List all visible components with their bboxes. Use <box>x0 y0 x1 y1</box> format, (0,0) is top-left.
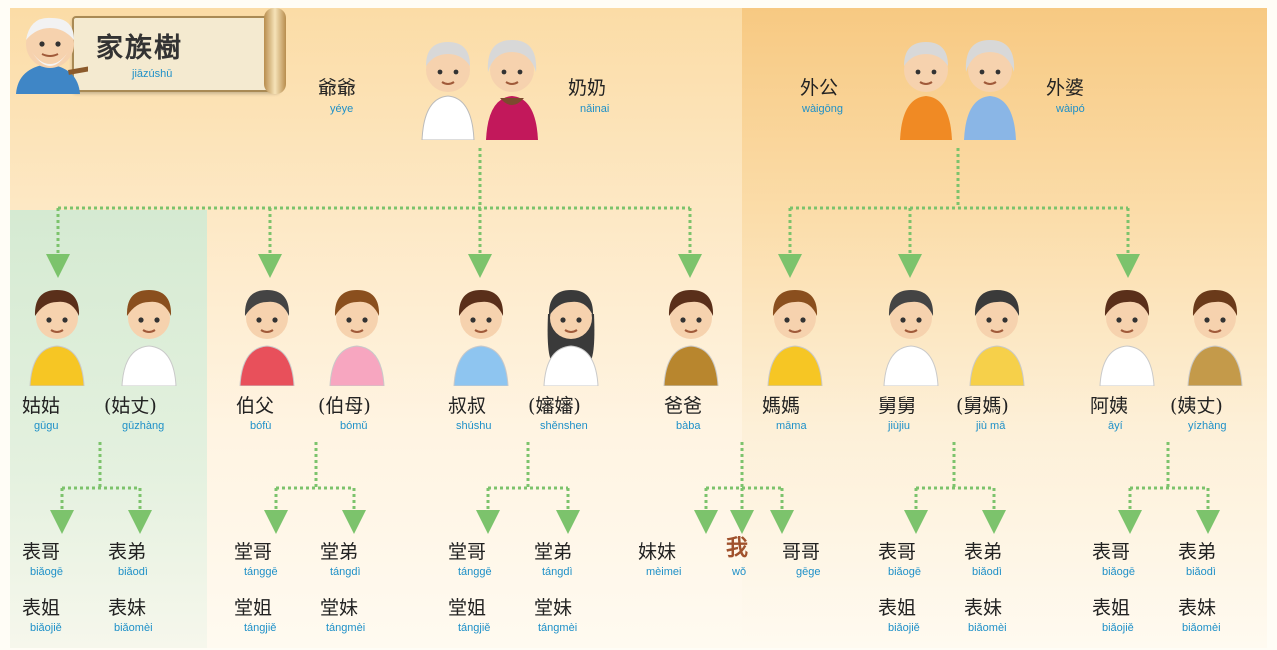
label-guzhang: (姑丈) <box>104 395 157 417</box>
ayi-avatar <box>1096 280 1158 390</box>
pinyin-tangmei-2: tángmèi <box>538 622 578 634</box>
label-biaomei-3: 表妹 <box>1178 597 1217 619</box>
label-biaoge: 表哥 <box>22 541 61 563</box>
label-waigong: 外公 <box>800 77 839 99</box>
page-title: 家族樹 <box>96 33 183 64</box>
label-bofu: 伯父 <box>236 395 275 417</box>
pinyin-tangdi-2: tángdì <box>542 566 573 578</box>
pinyin-biaodi-3: biǎodì <box>1186 566 1216 578</box>
label-yeye: 爺爺 <box>318 77 357 99</box>
label-biaojie: 表姐 <box>22 597 61 619</box>
pinyin-baba: bàba <box>676 420 701 432</box>
label-mama: 媽媽 <box>762 395 801 417</box>
label-waipo: 外婆 <box>1046 77 1085 99</box>
pinyin-biaojie-2: biǎojiě <box>888 622 920 634</box>
label-meimei: 妹妹 <box>638 541 677 563</box>
pinyin-jiujiu: jiùjiu <box>888 420 911 432</box>
label-tangmei: 堂妹 <box>320 597 359 619</box>
pinyin-biaomei: biǎomèi <box>114 622 153 634</box>
label-gege: 哥哥 <box>782 541 821 563</box>
guzhang-avatar <box>118 280 180 390</box>
label-biaoge-3: 表哥 <box>1092 541 1131 563</box>
pinyin-biaomei-2: biǎomèi <box>968 622 1007 634</box>
label-gugu: 姑姑 <box>22 395 61 417</box>
label-ayi: 阿姨 <box>1090 395 1129 417</box>
pinyin-shushu: shúshu <box>456 420 492 432</box>
pinyin-waipo: wàipó <box>1056 103 1085 115</box>
label-tangge-2: 堂哥 <box>448 541 487 563</box>
jiujiu-avatar <box>880 280 942 390</box>
label-biaodi-3: 表弟 <box>1178 541 1217 563</box>
label-biaomei: 表妹 <box>108 597 147 619</box>
label-tangge: 堂哥 <box>234 541 273 563</box>
pinyin-meimei: mèimei <box>646 566 682 578</box>
label-tangdi: 堂弟 <box>320 541 359 563</box>
label-yizhang: (姨丈) <box>1170 395 1223 417</box>
label-biaoge-2: 表哥 <box>878 541 917 563</box>
pinyin-gege: gēge <box>796 566 821 578</box>
yizhang-avatar <box>1184 280 1246 390</box>
mama-avatar <box>764 280 826 390</box>
label-shushu: 叔叔 <box>448 395 487 417</box>
label-biaojie-2: 表姐 <box>878 597 917 619</box>
pinyin-tangdi: tángdì <box>330 566 361 578</box>
pinyin-gugu: gūgu <box>34 420 59 432</box>
pinyin-biaomei-3: biǎomèi <box>1182 622 1221 634</box>
pinyin-guzhang: gūzhàng <box>122 420 165 432</box>
label-bomu: (伯母) <box>318 395 371 417</box>
label-tangjie: 堂姐 <box>234 597 273 619</box>
pinyin-tangge: tánggē <box>244 566 278 578</box>
bofu-avatar <box>236 280 298 390</box>
pinyin-shenshen: shěnshen <box>540 420 588 432</box>
label-shenshen: (嬸嬸) <box>528 395 581 417</box>
pinyin-nainai: nǎinai <box>580 103 610 115</box>
pinyin-biaoge-2: biǎogē <box>888 566 922 578</box>
pinyin-mama: māma <box>776 420 807 432</box>
label-wo: 我 <box>726 535 749 561</box>
shushu-avatar <box>450 280 512 390</box>
label-biaojie-3: 表姐 <box>1092 597 1131 619</box>
shenshen-avatar <box>540 280 602 390</box>
pinyin-biaodi-2: biǎodì <box>972 566 1002 578</box>
label-biaodi-2: 表弟 <box>964 541 1003 563</box>
grandpa-mascot-icon <box>8 10 88 94</box>
pinyin-biaojie: biǎojiě <box>30 622 62 634</box>
label-jiuma: (舅媽) <box>956 395 1009 417</box>
jiuma-avatar <box>966 280 1028 390</box>
pinyin-bofu: bófù <box>250 420 272 432</box>
label-jiujiu: 舅舅 <box>878 395 917 417</box>
pinyin-ayi: āyí <box>1108 420 1123 432</box>
label-tangmei-2: 堂妹 <box>534 597 573 619</box>
pinyin-yizhang: yízhàng <box>1188 420 1227 432</box>
baba-avatar <box>660 280 722 390</box>
scroll-roll <box>264 8 286 94</box>
label-tangjie-2: 堂姐 <box>448 597 487 619</box>
page-title-pinyin: jiāzúshū <box>132 68 173 80</box>
pinyin-yeye: yéye <box>330 103 354 115</box>
aunt-side-background <box>10 210 207 648</box>
label-nainai: 奶奶 <box>568 77 607 99</box>
bomu-avatar <box>326 280 388 390</box>
pinyin-biaoge: biǎogē <box>30 566 64 578</box>
pinyin-wo: wǒ <box>732 566 747 578</box>
label-biaodi: 表弟 <box>108 541 147 563</box>
pinyin-biaojie-3: biǎojiě <box>1102 622 1134 634</box>
label-biaomei-2: 表妹 <box>964 597 1003 619</box>
pinyin-tangge-2: tánggē <box>458 566 492 578</box>
label-tangdi-2: 堂弟 <box>534 541 573 563</box>
pinyin-tangjie-2: tángjiě <box>458 622 491 634</box>
pinyin-jiuma: jiù mā <box>976 420 1006 432</box>
gugu-avatar <box>26 280 88 390</box>
label-baba: 爸爸 <box>664 395 703 417</box>
pinyin-tangjie: tángjiě <box>244 622 277 634</box>
pinyin-bomu: bómǔ <box>340 420 368 432</box>
pinyin-waigong: wàigōng <box>802 103 843 115</box>
pinyin-biaoge-3: biǎogē <box>1102 566 1136 578</box>
pinyin-tangmei: tángmèi <box>326 622 366 634</box>
pinyin-biaodi: biǎodì <box>118 566 148 578</box>
